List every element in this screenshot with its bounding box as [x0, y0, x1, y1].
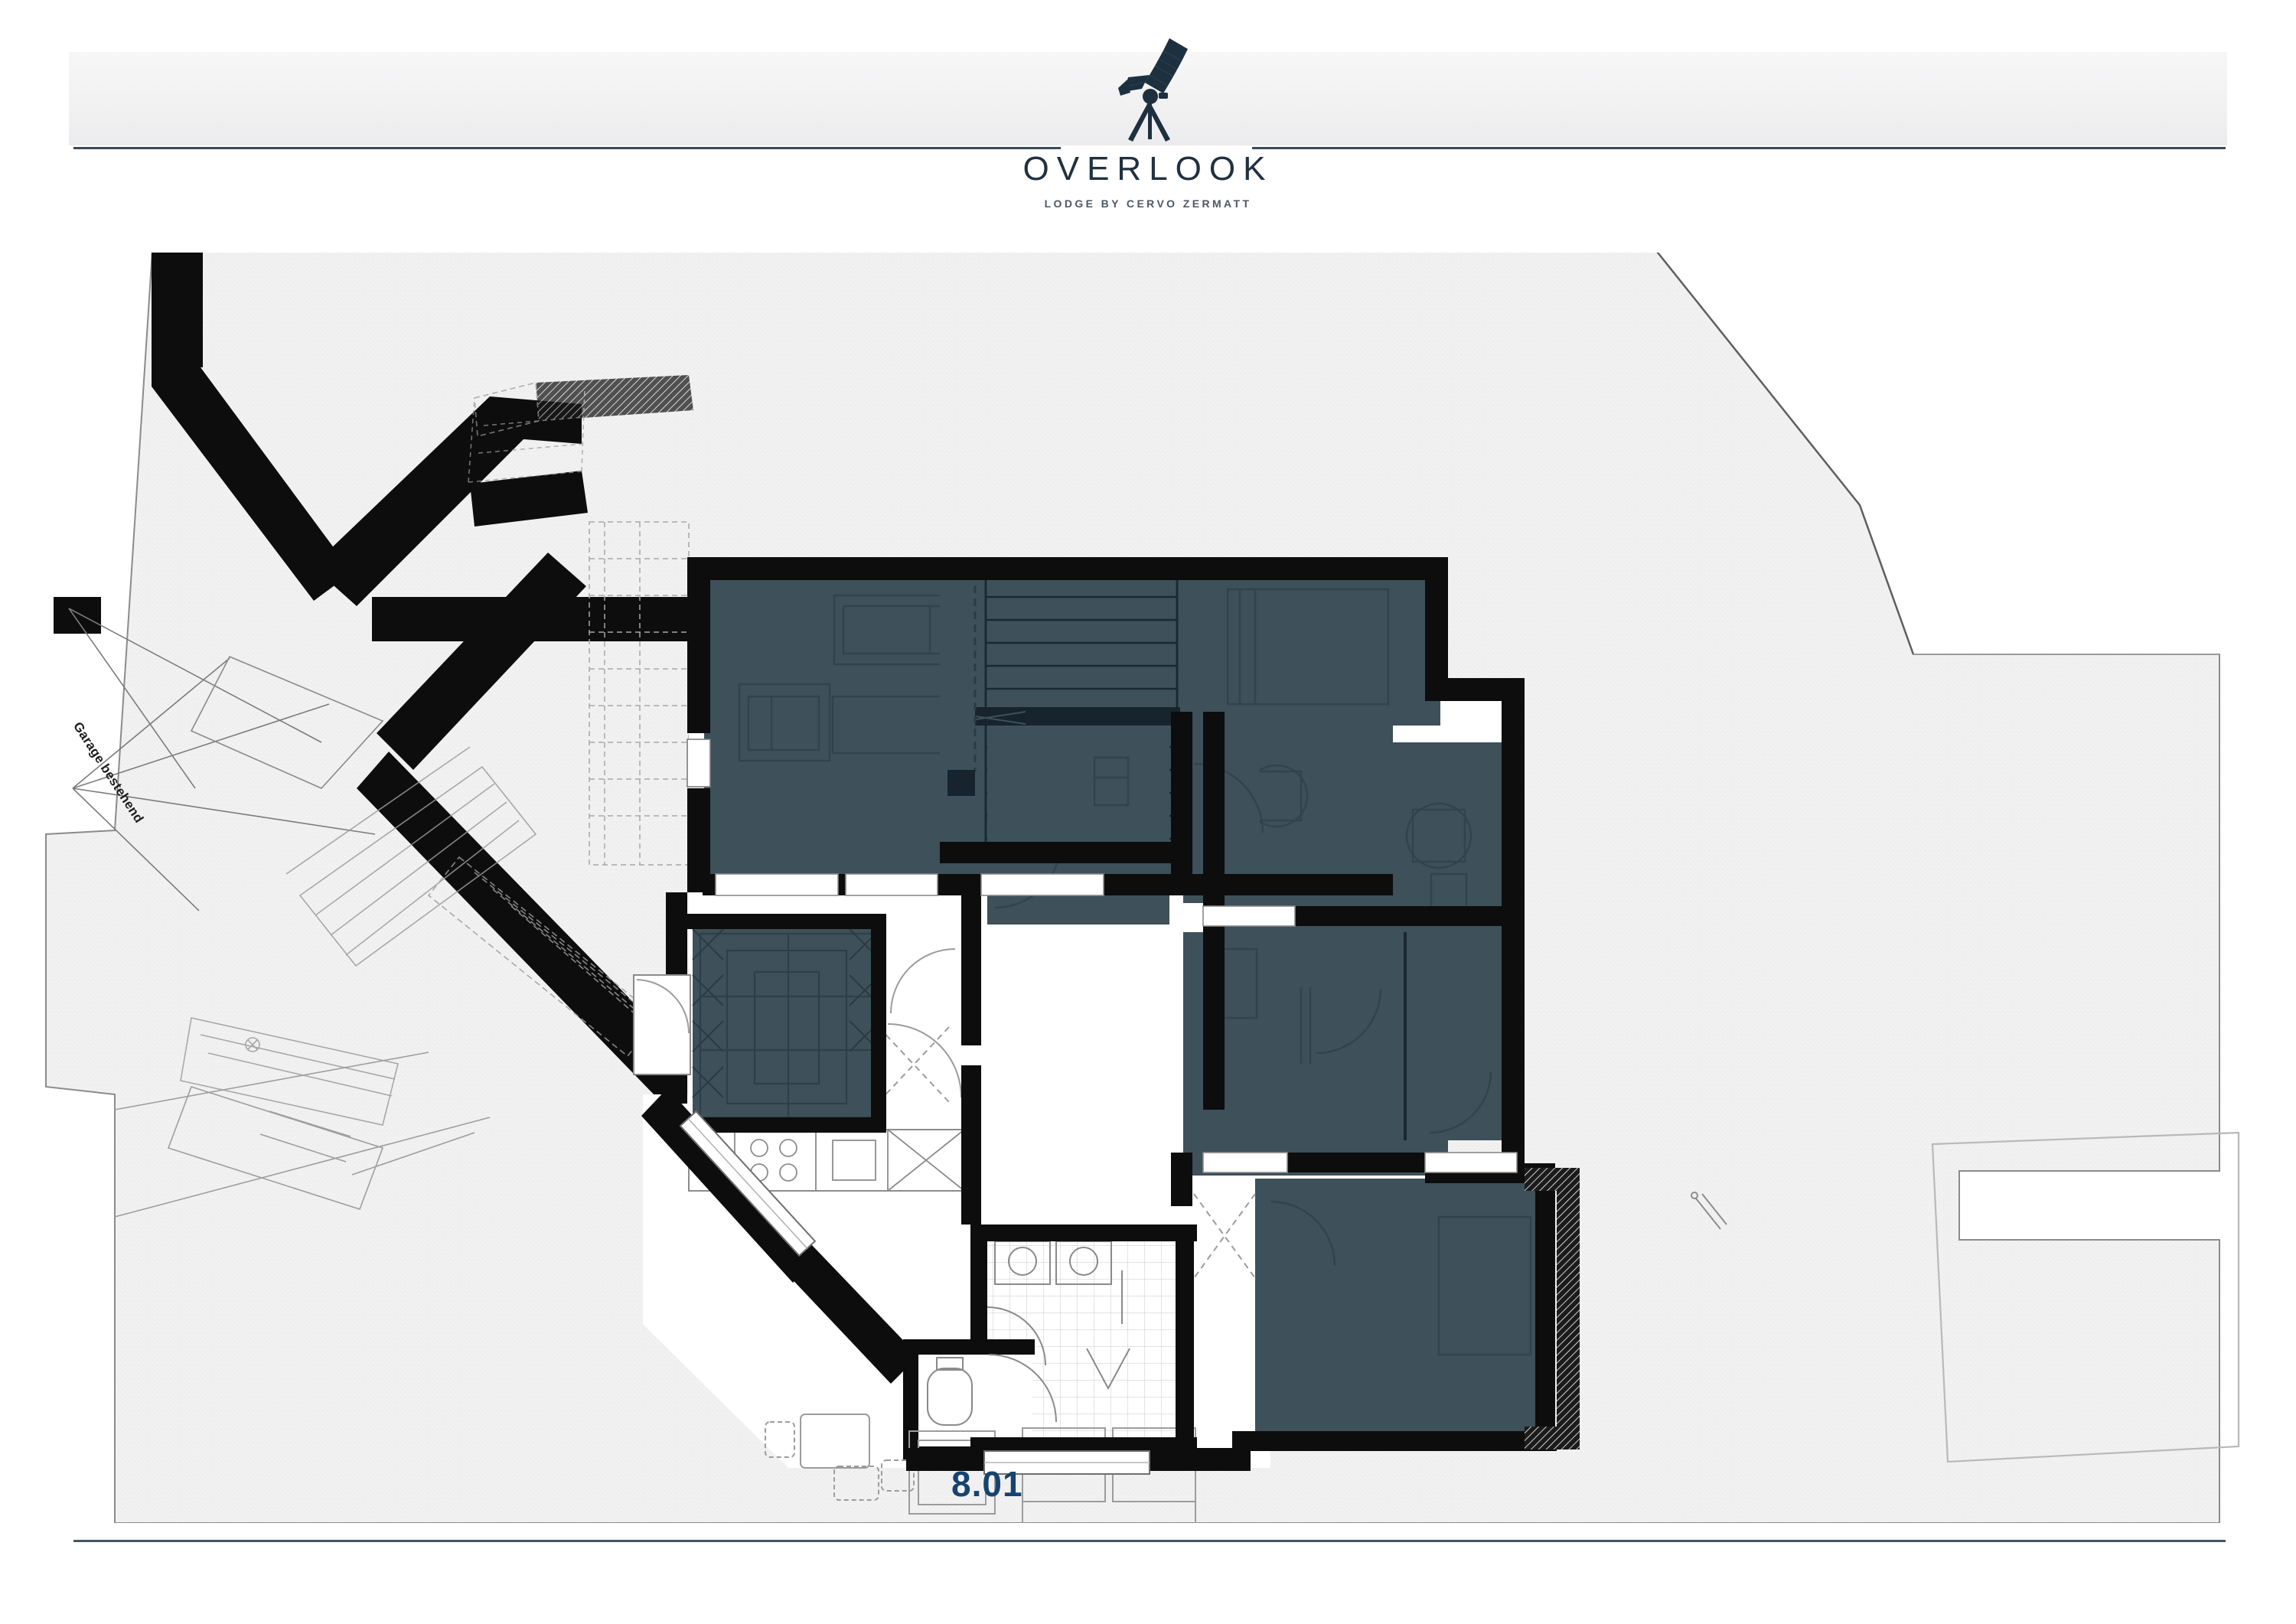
entrance-walls: [312, 396, 693, 1099]
brand-name: OVERLOOK: [1022, 150, 1274, 188]
windows: [679, 739, 1518, 1475]
stair-upper-left: [468, 375, 693, 483]
room-upper-right-dark: [1211, 572, 1440, 726]
site-detail-lines: [114, 1052, 491, 1218]
drawing-marker: [1691, 1192, 1727, 1230]
door-swing-wc: [988, 1354, 1057, 1423]
toilet-icon: [927, 1368, 973, 1426]
stove-burner-icon: [779, 1139, 797, 1157]
kitchen-cabinet-hatch: [692, 928, 881, 1098]
room-middle-dark: [987, 742, 1169, 925]
telescope-icon: [1118, 38, 1188, 142]
brand-tagline: LODGE BY CERVO ZERMATT: [1044, 197, 1252, 210]
footer-rule: [73, 1540, 2226, 1542]
header-rule-right: [1252, 147, 2226, 149]
garage-existing: [54, 253, 384, 911]
floor-plan-drawing: 8.01 Garage bestehend: [0, 253, 2296, 1523]
unit-number-label: 8.01: [951, 1464, 1023, 1504]
balcony-right: [1525, 1168, 1580, 1450]
room-lower-middle-dark: [1183, 932, 1506, 1176]
stove-burner-icon: [779, 1163, 797, 1182]
building-walls: [641, 557, 1557, 1471]
sink-icon: [832, 1140, 876, 1181]
entry-vestibule: [633, 974, 691, 1075]
door-swing-bath: [987, 1306, 1046, 1366]
room-bottom-right-dark: [1255, 1179, 1554, 1443]
adjacent-building-outline: [1931, 1131, 2240, 1463]
dining-set-icon: [765, 1414, 915, 1501]
armchair-left-icon: [738, 683, 831, 762]
brand-logo: OVERLOOK LODGE BY CERVO ZERMATT: [1003, 32, 1293, 231]
door-swings-unit: [887, 948, 962, 1098]
shower-icon: [1086, 1348, 1130, 1391]
header-rule-left: [73, 147, 1061, 149]
plan-svg: [45, 253, 2240, 1523]
stove-burner-icon: [750, 1139, 768, 1157]
kitchen-block-dark: [692, 926, 881, 1125]
